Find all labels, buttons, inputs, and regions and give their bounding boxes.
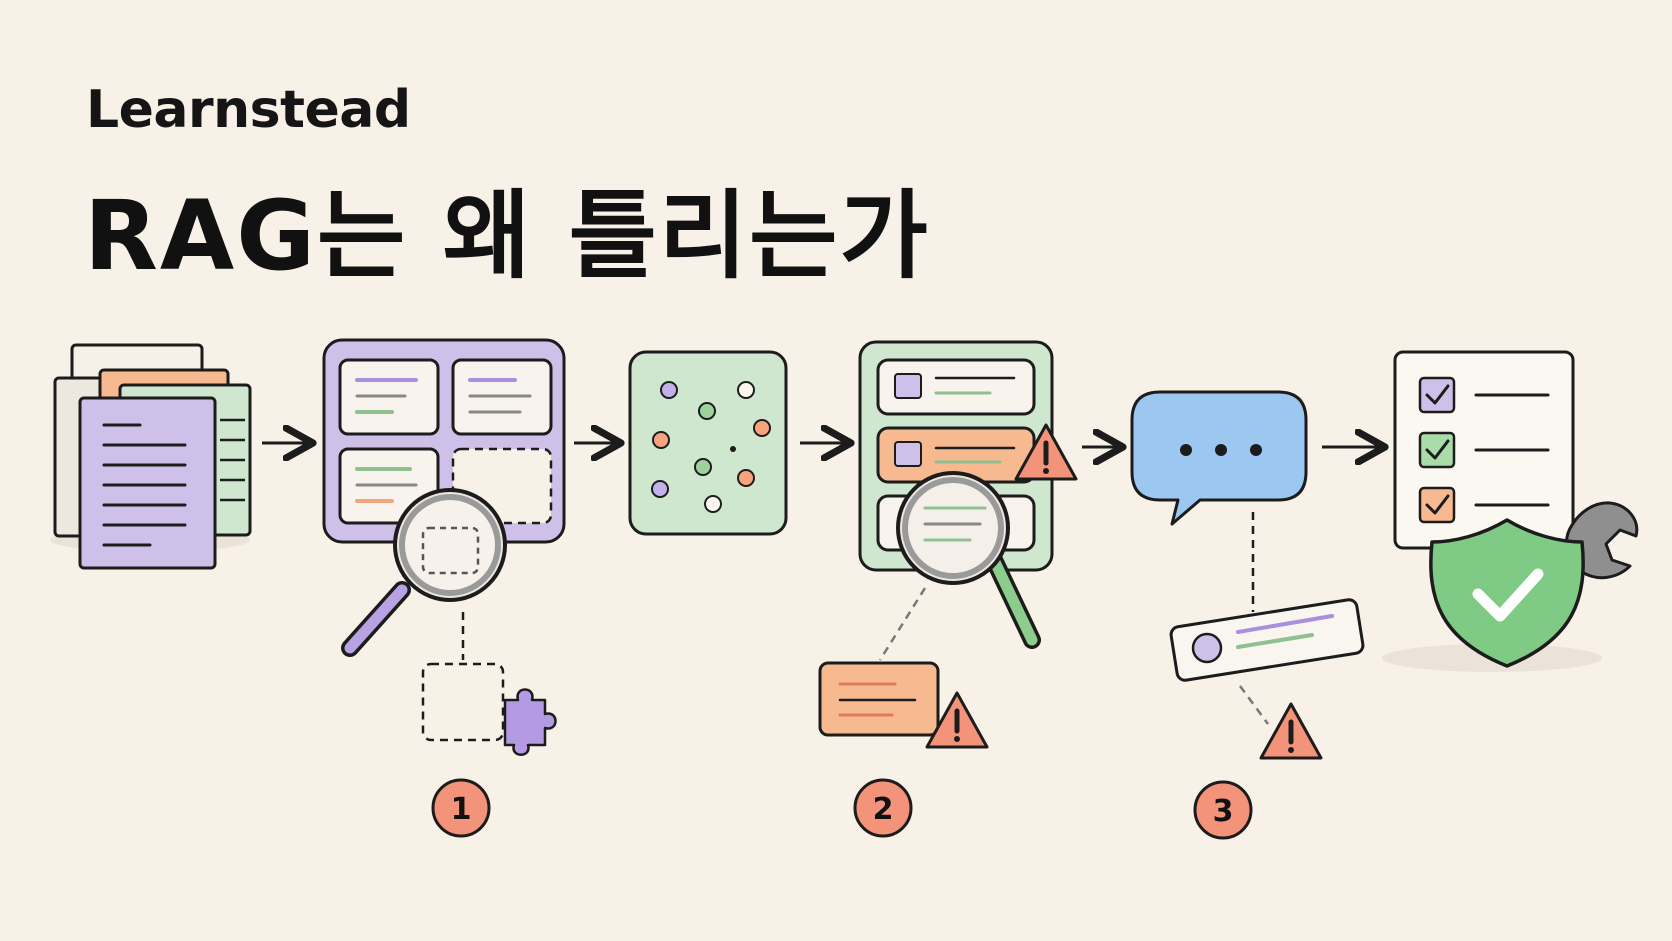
shield-check-icon: [1429, 518, 1585, 668]
magnifier-icon: [341, 488, 507, 657]
connector-line: [1238, 685, 1270, 725]
documents-icon: [50, 343, 252, 570]
failure-marker-3: 3: [1193, 780, 1253, 840]
svg-text:3: 3: [1213, 794, 1234, 829]
chunking-grid-icon: [322, 338, 566, 544]
page-title: RAG는 왜 틀리는가: [84, 180, 930, 292]
wrong-chunk-card: [818, 661, 940, 737]
connector-line: [878, 587, 927, 661]
checklist-icon: [1393, 350, 1575, 550]
hallucinated-citation-card: [1169, 598, 1365, 682]
svg-text:2: 2: [873, 792, 894, 827]
puzzle-piece-icon: [503, 688, 557, 756]
failure-marker-2: 2: [853, 778, 913, 838]
missing-chunk-placeholder: [421, 662, 505, 742]
magnifier-icon: [896, 471, 1041, 649]
failure-marker-1: 1: [431, 778, 491, 838]
llm-response-bubble-icon: [1130, 390, 1308, 526]
svg-text:1: 1: [451, 792, 472, 827]
vector-embedding-icon: [628, 350, 788, 536]
warning-icon: [1261, 704, 1321, 758]
brand-label: Learnstead: [86, 80, 411, 140]
